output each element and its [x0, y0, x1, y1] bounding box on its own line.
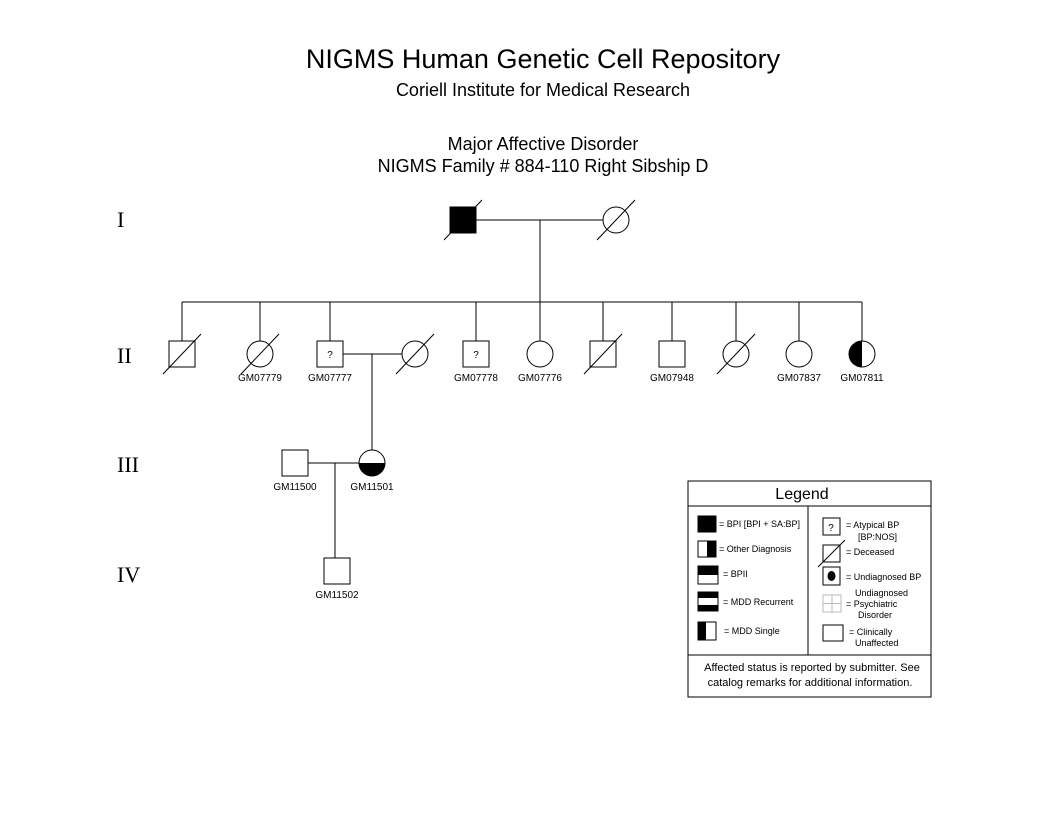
individual-label: GM07948 — [650, 373, 694, 384]
legend-item-bpi: = BPI [BPI + SA:BP] — [719, 519, 800, 529]
legend-footer-1: Affected status is reported by submitter… — [704, 662, 920, 674]
legend-item-deceased: = Deceased — [846, 547, 894, 557]
atypical-mark: ? — [473, 350, 479, 361]
page-title: NIGMS Human Genetic Cell Repository — [305, 44, 781, 74]
individual-label: GM07776 — [518, 373, 562, 384]
atypical-mark: ? — [327, 350, 333, 361]
svg-text:?: ? — [828, 523, 834, 534]
individual-label: GM11502 — [315, 590, 359, 601]
individual-gen2-spouse — [395, 333, 435, 375]
legend-item-unaffected-1: = Clinically — [849, 627, 893, 637]
legend-item-mdd-single: = MDD Single — [724, 626, 780, 636]
individual-gen2-2 — [240, 333, 280, 375]
individual-gen2-9 — [785, 340, 813, 368]
individual-gen4-1 — [323, 557, 351, 585]
individual-label: GM07778 — [454, 373, 498, 384]
unaffected-symbol — [822, 624, 844, 642]
legend-box: Legend = BPI [BPI + SA:BP] = Other Diagn… — [687, 480, 932, 698]
generation-label-1: I — [117, 207, 125, 232]
legend-item-undiagnosed-bp: = Undiagnosed BP — [846, 572, 921, 582]
individual-gen2-10 — [848, 340, 876, 368]
individual-gen2-4: ? — [462, 340, 490, 368]
legend-item-mdd-recurrent: = MDD Recurrent — [723, 597, 794, 607]
individual-label: GM11500 — [273, 482, 317, 493]
bpi-symbol — [697, 515, 717, 533]
disorder-title: Major Affective Disorder — [447, 134, 639, 154]
legend-item-psych-3: Disorder — [858, 610, 892, 620]
individual-gen2-7 — [658, 340, 686, 368]
individual-label: GM07837 — [777, 373, 821, 384]
legend-item-other: = Other Diagnosis — [719, 544, 792, 554]
legend-item-psych-1: Undiagnosed — [855, 588, 908, 598]
individual-gen1-mother — [596, 199, 636, 241]
individual-gen2-8 — [716, 333, 756, 375]
individual-gen1-father — [443, 199, 483, 241]
legend-item-bpii: = BPII — [723, 569, 748, 579]
generation-label-2: II — [117, 343, 132, 368]
individual-label: GM07811 — [840, 373, 884, 384]
individual-gen3-1 — [281, 449, 309, 477]
legend-item-atypical: = Atypical BP — [846, 520, 899, 530]
individual-label: GM11501 — [350, 482, 394, 493]
institute-subtitle: Coriell Institute for Medical Research — [395, 80, 691, 100]
legend-footer-2: catalog remarks for additional informati… — [708, 677, 913, 689]
legend-item-unaffected-2: Unaffected — [855, 638, 898, 648]
generation-label-4: IV — [117, 562, 141, 587]
individual-gen2-3: ? — [316, 340, 344, 368]
generation-label-3: III — [117, 452, 139, 477]
individual-label: GM07779 — [238, 373, 282, 384]
individual-gen3-2 — [358, 449, 386, 477]
individual-label: GM07777 — [308, 373, 352, 384]
individual-gen2-6 — [583, 333, 623, 375]
legend-item-atypical-sub: [BP:NOS] — [858, 532, 897, 542]
legend-item-psych-2: = Psychiatric — [846, 599, 898, 609]
atypical-symbol — [822, 517, 841, 536]
individual-gen2-1 — [162, 333, 202, 375]
legend-title: Legend — [775, 486, 828, 503]
individual-gen2-5 — [526, 340, 554, 368]
family-title: NIGMS Family # 884-110 Right Sibship D — [377, 156, 709, 176]
